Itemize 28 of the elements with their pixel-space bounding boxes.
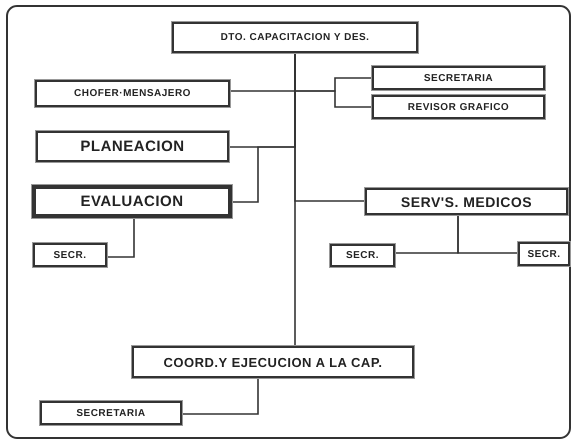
connector-line — [294, 53, 296, 346]
org-box — [32, 185, 232, 218]
unit-name: COORD.Y EJECUCION A LA CAP. — [164, 354, 382, 370]
unit-name: SECR. — [527, 248, 561, 260]
unit-name: SECR. — [53, 250, 87, 260]
org-box — [132, 346, 414, 378]
org-box — [365, 188, 568, 215]
org-box — [35, 80, 230, 107]
org-box — [372, 66, 545, 90]
org-box — [172, 22, 418, 53]
org-box — [518, 242, 570, 266]
unit-name: PLANEACION — [80, 138, 185, 155]
connector-line — [107, 218, 135, 258]
org-box — [372, 95, 545, 119]
unit-name: REVISOR GRAFICO — [408, 102, 510, 112]
unit-name: SECR. — [346, 250, 380, 261]
unit-name: EVALUACION — [80, 193, 184, 210]
unit-name: SECRETARIA — [76, 408, 146, 418]
unit-name: SECRETARIA — [424, 72, 494, 84]
connector-line — [182, 378, 259, 415]
connector-line — [457, 215, 518, 254]
unit-name: CHOFER·MENSAJERO — [74, 88, 191, 99]
unit-name: DTO. CAPACITACION Y DES. — [220, 32, 370, 43]
org-box — [33, 243, 107, 267]
unit-name: SERV'S. MEDICOS — [400, 194, 532, 210]
org-box — [330, 244, 395, 267]
org-box — [36, 131, 229, 162]
org-box — [40, 401, 182, 425]
